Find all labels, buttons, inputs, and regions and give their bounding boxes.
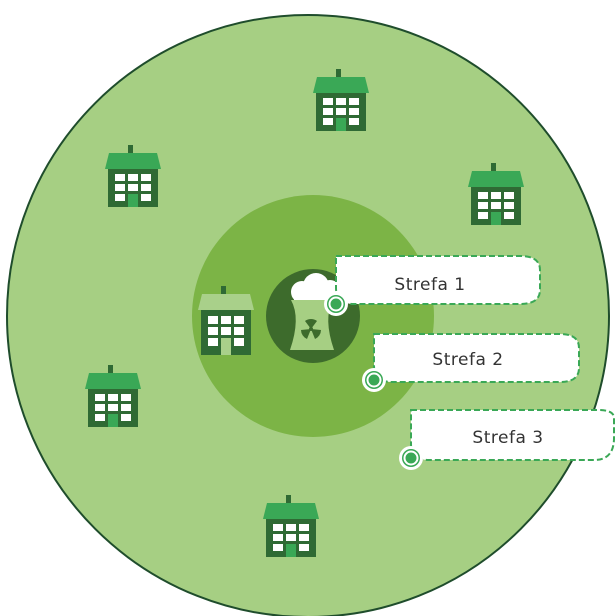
building-icon — [85, 365, 141, 427]
zone-2-label: Strefa 2 — [432, 350, 503, 370]
zone-1-label: Strefa 1 — [394, 275, 465, 295]
zone-3-callout: Strefa 3 — [399, 409, 615, 470]
pin-dot-icon — [324, 292, 348, 316]
building-icon — [105, 145, 161, 207]
building-icon — [198, 286, 254, 355]
pin-dot-icon — [362, 368, 386, 392]
zone-2-callout: Strefa 2 — [362, 333, 580, 392]
pin-dot-icon — [399, 446, 423, 470]
radiation-icon — [301, 319, 321, 339]
zone-1-callout: Strefa 1 — [324, 255, 541, 316]
building-icon — [468, 163, 524, 225]
building-icon — [313, 69, 369, 131]
building-icon — [263, 495, 319, 557]
zone-3-label: Strefa 3 — [472, 428, 543, 448]
